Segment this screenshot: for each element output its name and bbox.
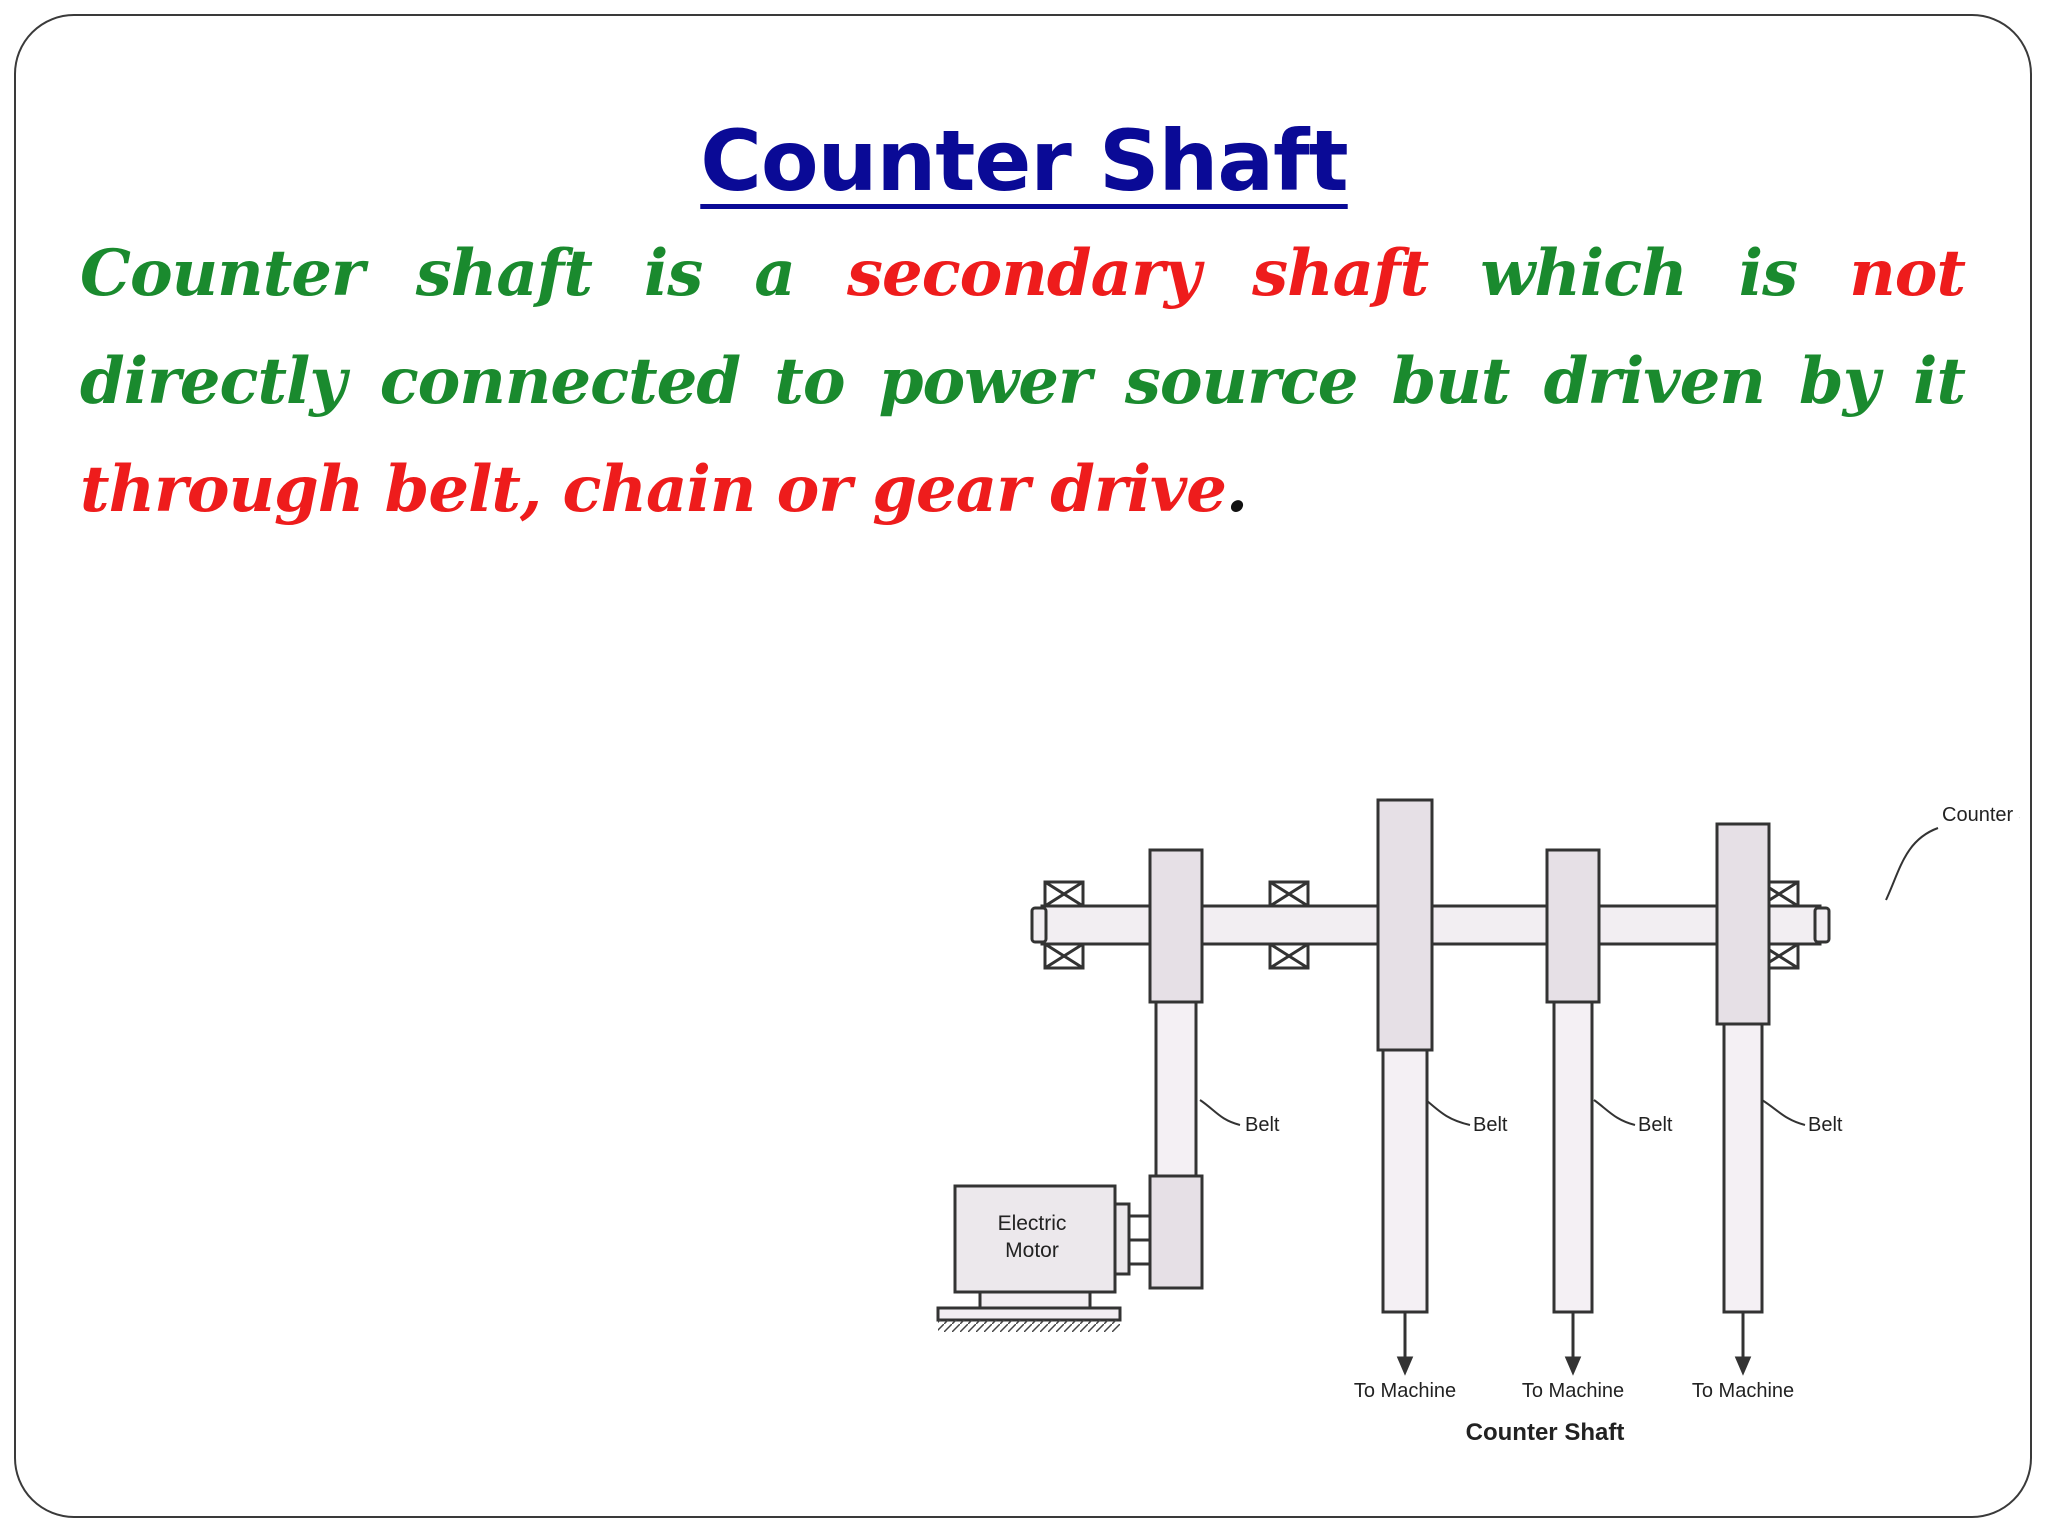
- diagram-caption: Counter Shaft: [1466, 1419, 1625, 1446]
- belt-label-2: Belt: [1473, 1114, 1508, 1136]
- output-arrows: [1396, 1312, 1752, 1376]
- counter-shaft-callout-label: Counter Shaft: [1942, 804, 2020, 826]
- definition-period: .: [1225, 452, 1248, 527]
- definition-text: which is: [1428, 236, 1850, 311]
- bearing-middle: [1268, 880, 1310, 970]
- definition-highlight-drive: through belt, chain or gear drive: [80, 452, 1227, 527]
- pulley-2: [1376, 798, 1434, 1314]
- to-machine-label-3: To Machine: [1692, 1380, 1794, 1402]
- bearing-left: [1043, 880, 1085, 970]
- definition-text: Counter shaft is a: [80, 236, 847, 311]
- motor-label-line2: Motor: [1005, 1239, 1059, 1262]
- pulley-4: [1715, 822, 1771, 1314]
- definition-highlight-not: not: [1849, 236, 1966, 311]
- belt-label-3: Belt: [1638, 1114, 1673, 1136]
- to-machine-label-2: To Machine: [1522, 1380, 1624, 1402]
- to-machine-label-1: To Machine: [1354, 1380, 1456, 1402]
- belt-callouts: [1199, 827, 1939, 1126]
- counter-shaft-diagram: Electric Motor Counter Shaft Belt Belt B…: [936, 798, 2020, 1446]
- definition-highlight-secondary-shaft: secondary shaft: [846, 236, 1429, 311]
- pulley-3: [1545, 848, 1601, 1314]
- belt-label-4: Belt: [1808, 1114, 1843, 1136]
- belt-label-1: Belt: [1245, 1114, 1280, 1136]
- drive-pulley-and-belt: [1148, 848, 1204, 1290]
- slide-title: Counter Shaft: [700, 112, 1348, 210]
- motor-label-line1: Electric: [998, 1212, 1067, 1235]
- definition-text: directly connected to power source but d…: [80, 344, 1966, 419]
- electric-motor: Electric Motor: [936, 1184, 1150, 1332]
- definition-paragraph: Counter shaft is a secondary shaft which…: [80, 220, 1966, 544]
